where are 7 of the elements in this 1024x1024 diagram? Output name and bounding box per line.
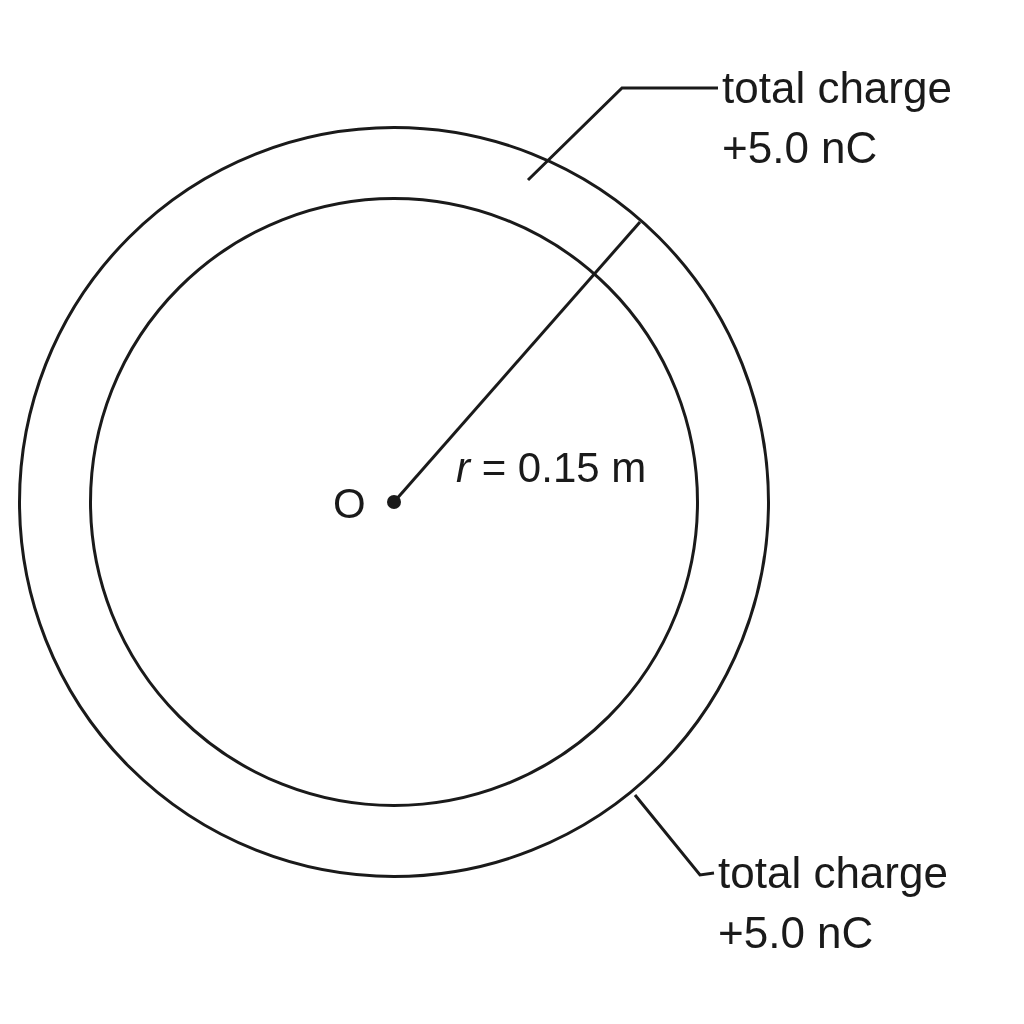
circle-outline — [89, 197, 699, 807]
callout-text: total charge +5.0 nC — [718, 843, 1008, 963]
leader-line — [633, 794, 715, 877]
leader-line — [526, 86, 718, 182]
callout-text: total charge +5.0 nC — [722, 58, 1012, 178]
point-label: O — [333, 479, 366, 529]
dimension-label: r = 0.15 m — [456, 443, 647, 493]
